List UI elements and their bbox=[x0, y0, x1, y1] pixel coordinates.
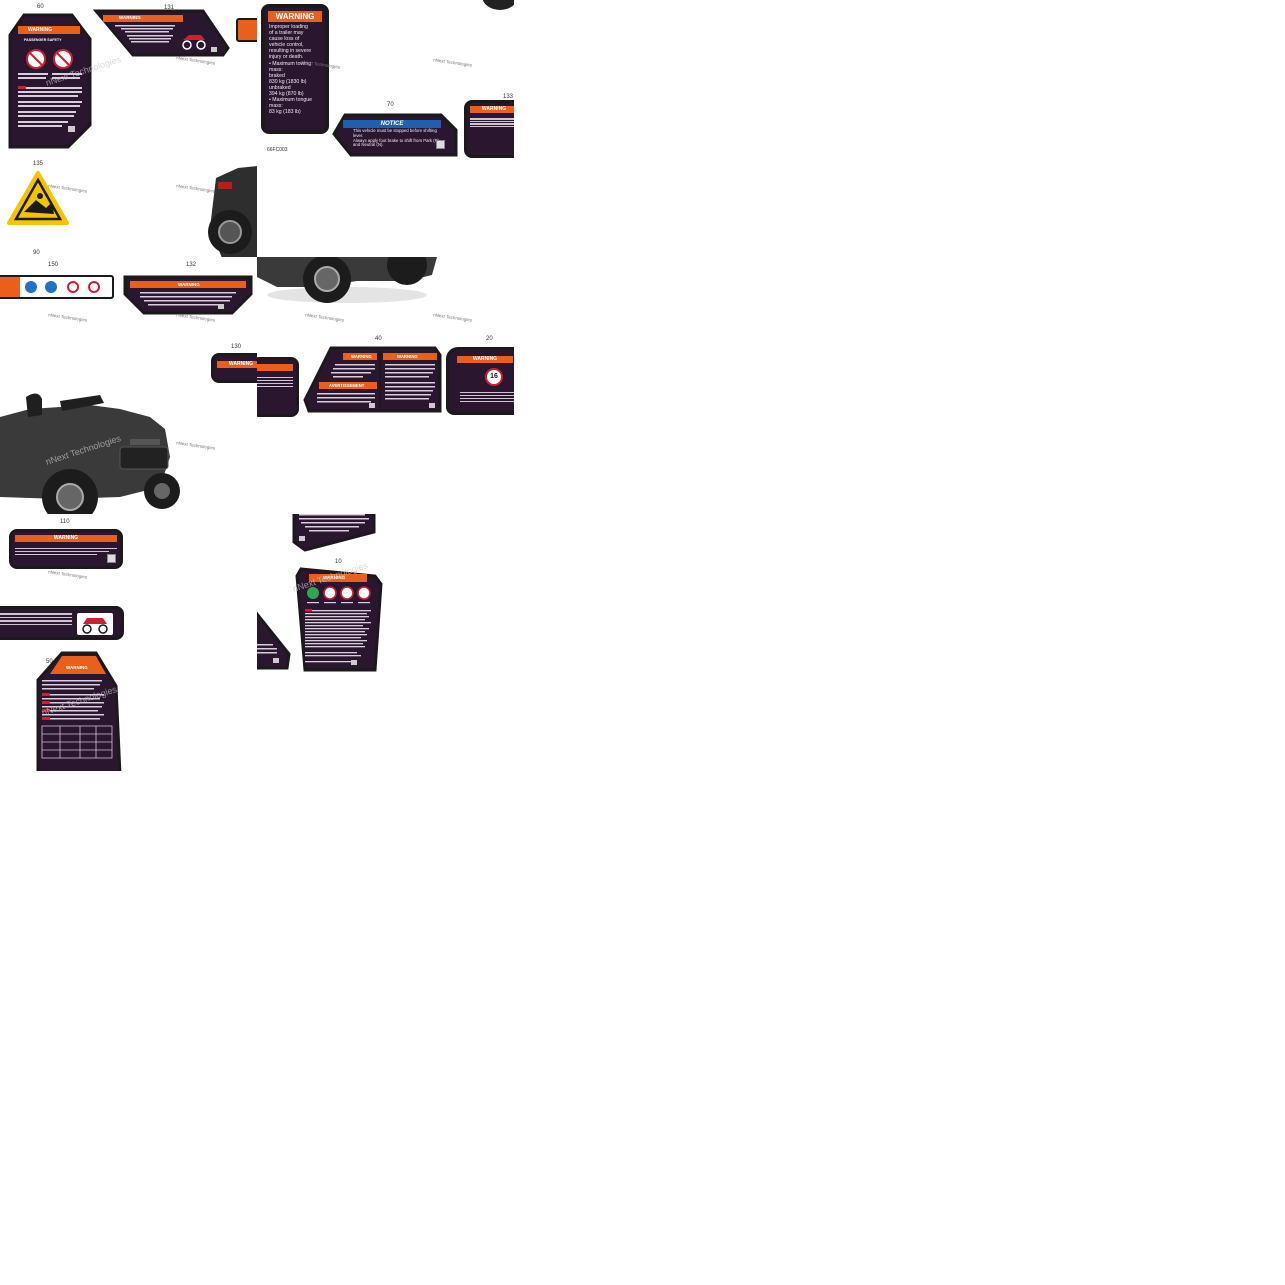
decal-50-large-warning: WARNING bbox=[34, 650, 124, 771]
callout-132: 132 bbox=[186, 262, 197, 268]
decal-110-code bbox=[107, 554, 116, 563]
decal-hand-crush-triangle bbox=[7, 171, 69, 225]
decal-20-age: WARNING 16 bbox=[446, 347, 514, 415]
decal-60-title: PASSENGER SAFETY bbox=[24, 38, 62, 42]
decal-132-warning-label: WARNING bbox=[178, 281, 200, 287]
decal-90-bottom bbox=[291, 514, 377, 554]
decal-rack-132: WARNING bbox=[122, 274, 254, 316]
tile-1: 60 131 135 90 WARNING PASSENGER SAFE bbox=[0, 0, 257, 257]
decal-20-age-number: 16 bbox=[490, 373, 498, 380]
tile-2: 70 133 66FC003 WARNING Improper loading … bbox=[257, 0, 514, 257]
pictogram-helmet-icon bbox=[25, 281, 37, 293]
decal-130: WARNING bbox=[211, 353, 257, 383]
decal-notice-header: NOTICE bbox=[343, 120, 441, 128]
callout-40: 40 bbox=[375, 336, 382, 342]
decal-131-passenger-icon bbox=[77, 613, 113, 635]
atv-wheels-image-part bbox=[257, 257, 437, 303]
callout-10: 10 bbox=[335, 559, 342, 565]
decal-90-shape bbox=[292, 514, 376, 552]
tile-5: 110 50 WARNING bbox=[0, 514, 257, 771]
decal-20-no-under-16-icon: 16 bbox=[485, 368, 503, 386]
callout-110: 110 bbox=[60, 519, 70, 525]
decal-left-partial bbox=[257, 604, 295, 672]
drawing-code: 66FC003 bbox=[267, 147, 288, 153]
decal-40-dual: WARNING WARNING AVERTISSEMENT bbox=[303, 345, 443, 415]
decal-60-shape bbox=[8, 13, 92, 149]
callout-70: 70 bbox=[387, 102, 394, 108]
decal-133-header: WARNING bbox=[470, 106, 514, 113]
tile-3: 150 132 WARNING WARNING 130 bbox=[0, 257, 257, 514]
decal-130-continued bbox=[257, 357, 299, 417]
decal-150-orange-block bbox=[0, 277, 20, 297]
atv-wheel-part-top bbox=[482, 0, 514, 10]
callout-130: 130 bbox=[231, 344, 242, 350]
callout-131: 131 bbox=[164, 5, 175, 11]
decal-70-code bbox=[436, 140, 445, 149]
decal-10-shape bbox=[295, 567, 383, 672]
watermark-11: nNext Technologies bbox=[47, 569, 88, 580]
decal-40-warning-left: WARNING bbox=[351, 353, 372, 359]
decal-131-warning-label: WARNING bbox=[119, 15, 141, 20]
decal-notice-shift: NOTICE This vehicle must be stopped befo… bbox=[331, 112, 459, 158]
atv-front-image bbox=[0, 393, 180, 514]
callout-50: 50 bbox=[46, 659, 53, 665]
decal-notice-text: This vehicle must be stopped before shif… bbox=[353, 128, 439, 148]
decal-130-header: WARNING bbox=[217, 361, 257, 368]
callout-135: 135 bbox=[33, 161, 44, 167]
decal-110-header: WARNING bbox=[15, 535, 117, 542]
callout-20: 20 bbox=[486, 336, 493, 342]
callout-60: 60 bbox=[37, 4, 44, 10]
decal-trailer-header: WARNING bbox=[268, 11, 322, 22]
watermark-6: nNext Technologies bbox=[47, 312, 88, 323]
decal-40-shape bbox=[303, 346, 442, 413]
decal-left-partial-shape bbox=[257, 611, 291, 670]
decal-50-shape bbox=[36, 651, 122, 771]
decal-pictogram-strip bbox=[0, 275, 114, 299]
decal-passenger-safety: WARNING PASSENGER SAFETY bbox=[6, 13, 92, 149]
pictogram-no-alcohol-icon bbox=[88, 281, 100, 293]
decal-40-avertissement: AVERTISSEMENT bbox=[329, 383, 365, 388]
callout-133: 133 bbox=[503, 94, 514, 100]
decal-20-header: WARNING bbox=[457, 356, 513, 363]
atv-rear-image-part bbox=[208, 166, 257, 257]
tile-4: 40 20 bbox=[257, 257, 514, 514]
pictogram-no-passenger-icon bbox=[67, 281, 79, 293]
decal-passenger-load-131: WARNING bbox=[93, 8, 231, 58]
decal-131-shape bbox=[93, 9, 230, 57]
decal-cargo-133: WARNING bbox=[464, 100, 514, 158]
tile-6: 10 bbox=[257, 514, 514, 771]
decal-60-warning-label: WARNING bbox=[28, 27, 53, 33]
watermark-10: nNext Technologies bbox=[432, 312, 473, 323]
decal-131-passenger-strip bbox=[0, 606, 124, 640]
pictogram-gear-icon bbox=[45, 281, 57, 293]
decal-50-warning-label: WARNING bbox=[66, 665, 88, 670]
decal-10-warning-label: WARNING bbox=[323, 575, 346, 580]
decal-132-shape bbox=[123, 275, 253, 315]
callout-150: 150 bbox=[48, 262, 59, 268]
decal-40-warning-right: WARNING bbox=[397, 353, 418, 359]
decal-trailer-loading: WARNING Improper loading of a trailer ma… bbox=[261, 4, 329, 134]
decal-trailer-text: Improper loading of a trailer may cause … bbox=[269, 24, 313, 116]
decal-110-luggage: WARNING bbox=[9, 529, 123, 569]
decal-partial-orange bbox=[236, 18, 257, 42]
decal-10-pictograms: WARNING bbox=[293, 566, 385, 674]
watermark-9: nNext Technologies bbox=[304, 312, 345, 323]
watermark-5: nNext Technologies bbox=[432, 57, 473, 68]
callout-90: 90 bbox=[33, 250, 40, 256]
